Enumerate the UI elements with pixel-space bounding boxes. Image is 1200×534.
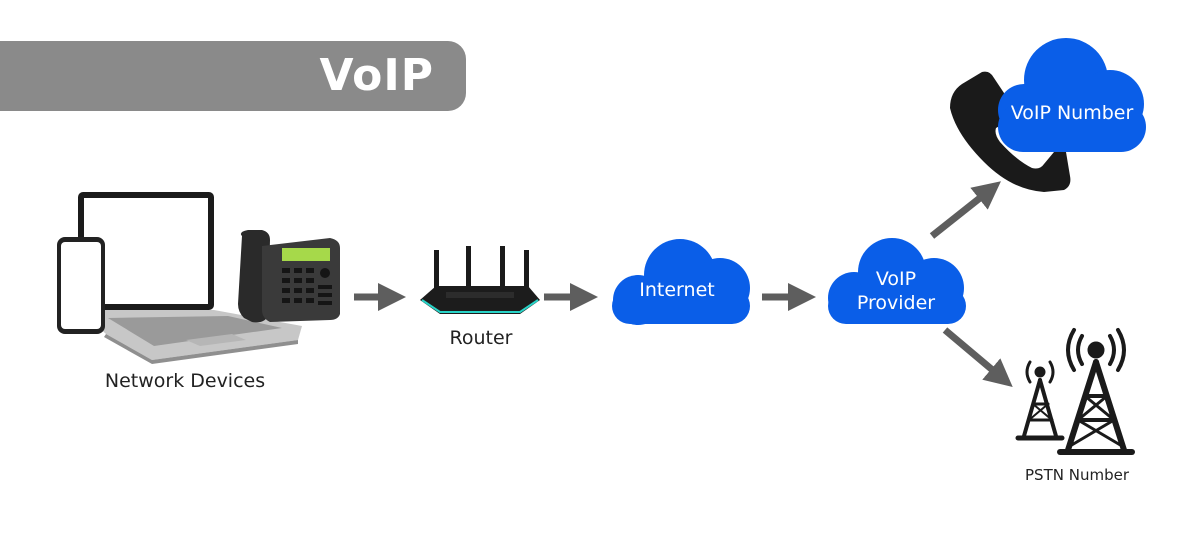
devices-icon: [57, 192, 340, 364]
voip-provider-cloud: [828, 238, 966, 324]
voip-number-label: VoIP Number: [1010, 102, 1134, 124]
voip-provider-label-line1: VoIP: [875, 268, 917, 290]
internet-label: Internet: [639, 279, 715, 301]
router-icon: [420, 246, 540, 314]
pstn-number-label: PSTN Number: [1025, 466, 1129, 484]
network-devices-label: Network Devices: [104, 370, 266, 392]
cell-tower-icon: [1015, 328, 1135, 455]
voip-provider-label: VoIP Provider: [857, 267, 935, 315]
voip-provider-label-line2: Provider: [856, 292, 936, 314]
router-label: Router: [449, 327, 513, 349]
voip-number-cloud: [998, 38, 1146, 152]
arrow-provider-to-voip-number: [929, 181, 1001, 239]
page-title: VoIP: [319, 50, 434, 101]
telephone-handset-icon: [950, 71, 1071, 192]
internet-cloud: [612, 239, 750, 325]
arrow-provider-to-pstn: [942, 327, 1013, 388]
title-banner: VoIP: [0, 41, 466, 111]
